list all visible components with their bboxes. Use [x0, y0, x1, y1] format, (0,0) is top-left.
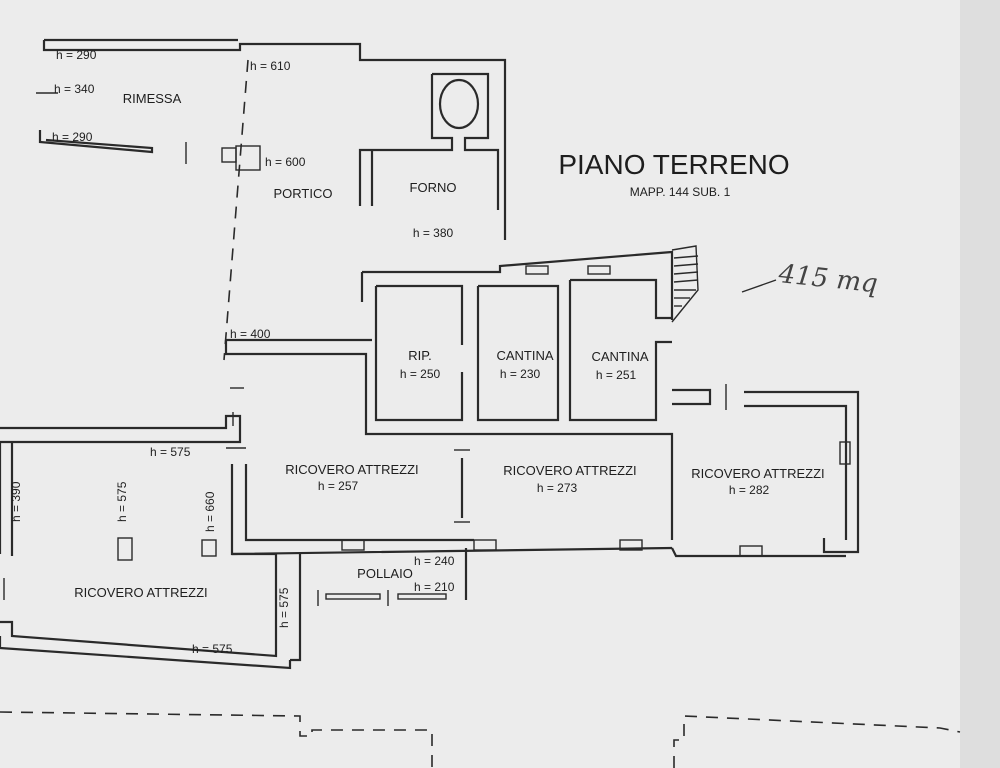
room-label-ricovero-attrezzi-1: RICOVERO ATTREZZI: [285, 462, 418, 477]
room-label-rimessa: RIMESSA: [123, 91, 182, 106]
height-label: h = 660: [203, 491, 217, 532]
height-label: h = 230: [500, 367, 541, 381]
height-label: h = 251: [596, 368, 637, 382]
room-label-cantina-1: CANTINA: [496, 348, 553, 363]
height-label: h = 575: [115, 481, 129, 522]
height-label: h = 390: [9, 481, 23, 522]
height-label: h = 282: [729, 483, 770, 497]
height-label: h = 290: [52, 130, 93, 144]
height-label: h = 290: [56, 48, 97, 62]
boundary-lines: [0, 711, 961, 768]
height-label: h = 273: [537, 481, 578, 495]
height-label: h = 575: [150, 445, 191, 459]
room-label-ricovero-attrezzi-4: RICOVERO ATTREZZI: [74, 585, 207, 600]
height-label: h = 250: [400, 367, 441, 381]
room-label-ricovero-attrezzi-2: RICOVERO ATTREZZI: [503, 463, 636, 478]
plan-title: PIANO TERRENO: [558, 149, 789, 180]
room-label-portico: PORTICO: [274, 186, 333, 201]
room-label-ricovero-attrezzi-3: RICOVERO ATTREZZI: [691, 466, 824, 481]
room-label-pollaio: POLLAIO: [357, 566, 413, 581]
room-label-cantina-2: CANTINA: [591, 349, 648, 364]
plan-subtitle: MAPP. 144 SUB. 1: [630, 185, 731, 199]
height-label: h = 340: [54, 82, 95, 96]
room-label-rip: RIP.: [408, 348, 432, 363]
height-label: h = 210: [414, 580, 455, 594]
height-label: h = 600: [265, 155, 306, 169]
height-label: h = 380: [413, 226, 454, 240]
height-label: h = 575: [192, 642, 233, 656]
room-label-forno: FORNO: [410, 180, 457, 195]
paper-edge-shadow: [960, 0, 1000, 768]
height-label: h = 575: [277, 587, 291, 628]
height-label: h = 610: [250, 59, 291, 73]
height-label: h = 240: [414, 554, 455, 568]
height-label: h = 400: [230, 327, 271, 341]
height-label: h = 257: [318, 479, 359, 493]
walls: [0, 38, 860, 670]
